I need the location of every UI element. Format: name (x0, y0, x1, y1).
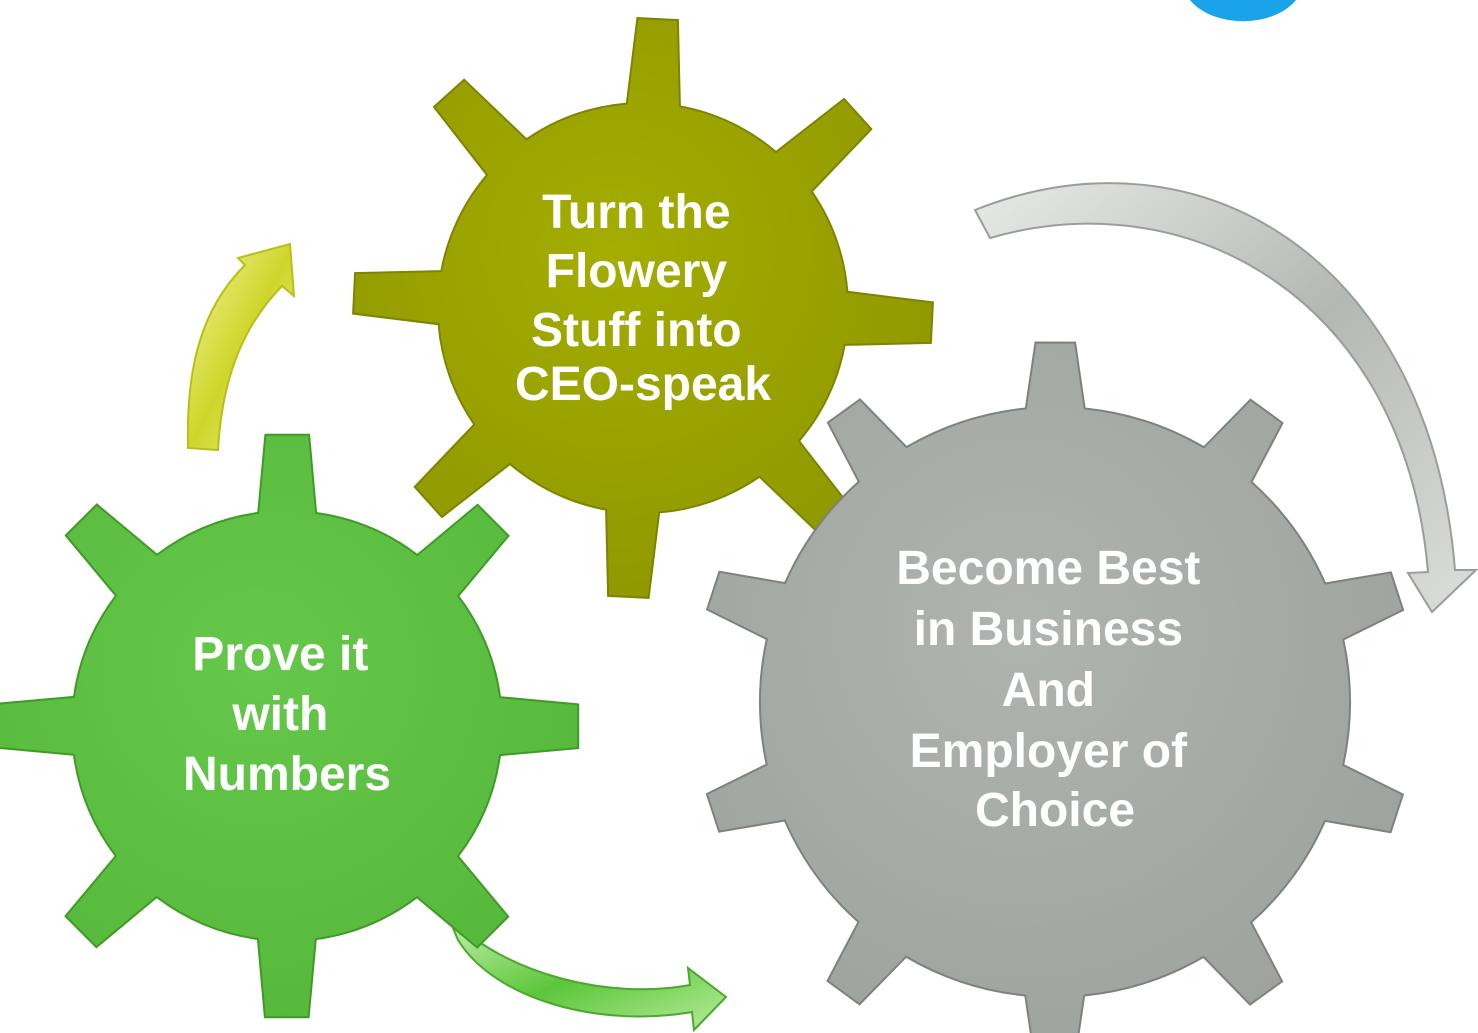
gear-gray-line: in Business (914, 603, 1183, 656)
gear-olive-line: Turn the (542, 186, 730, 239)
gear-olive-line: Stuff into (531, 304, 742, 357)
gear-olive-line: Flowery (546, 245, 728, 298)
gear-green-label: Prove it with Numbers (183, 628, 391, 801)
gear-green-line: with (231, 688, 328, 741)
arrow-green-to-olive (186, 242, 296, 452)
gear-green-line: Prove it (192, 628, 368, 681)
gear-gray-line: And (1002, 664, 1095, 717)
gear-gray-line: Choice (975, 784, 1135, 837)
gear-green-line: Numbers (183, 748, 391, 801)
gear-gray-label: Become Best in Business And Employer of … (896, 542, 1213, 837)
gear-gray (705, 341, 1405, 1033)
corner-badge (1190, 0, 1296, 22)
gear-gray-line: Become Best (896, 542, 1200, 595)
gear-olive-label: Turn the Flowery Stuff into CEO-speak (515, 186, 771, 411)
gear-olive-line: CEO-speak (515, 358, 771, 411)
gear-green (0, 433, 580, 1019)
gear-olive (352, 17, 934, 599)
arrow-gray-to-green (447, 915, 728, 1033)
arrow-olive-to-gray (973, 182, 1478, 614)
gear-gray-line: Employer of (910, 725, 1188, 778)
